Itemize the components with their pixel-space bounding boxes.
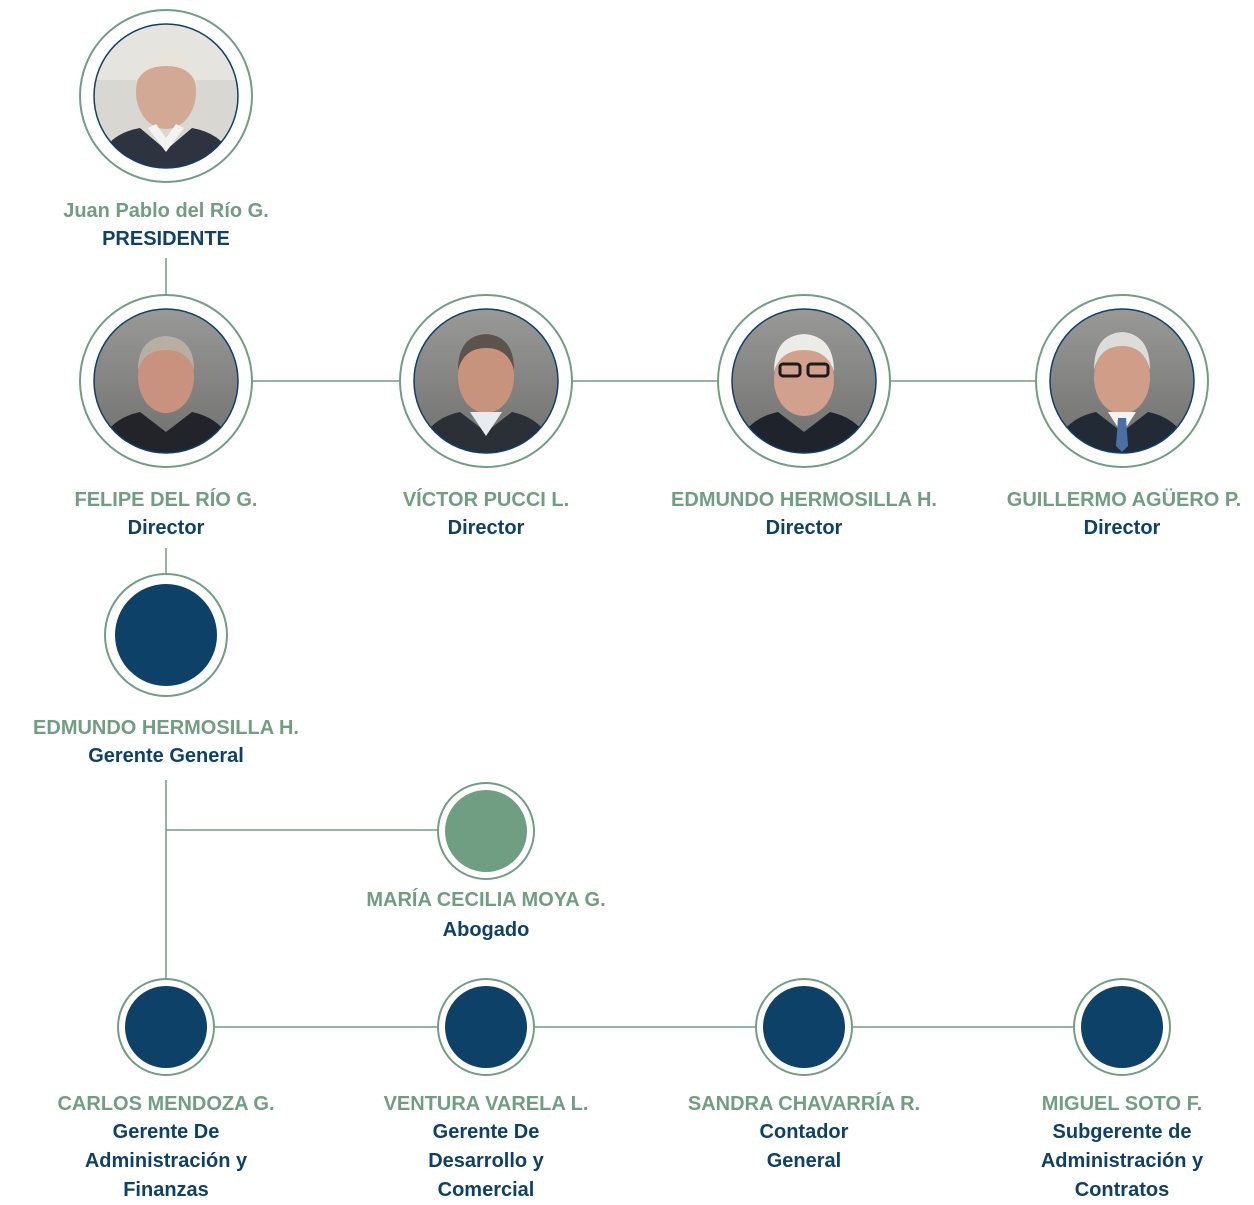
- staff-role-1: Gerente De Administración y Finanzas: [84, 1121, 248, 1201]
- avatar-placeholder: [445, 986, 527, 1068]
- staff-name-3: SANDRA CHAVARRÍA R.: [687, 1093, 921, 1115]
- president-name: Juan Pablo del Río G.: [63, 200, 269, 222]
- general-manager-name: EDMUNDO HERMOSILLA H.: [33, 717, 299, 739]
- legal-node: [437, 782, 535, 880]
- staff-role-3: Contador General: [759, 1121, 849, 1172]
- avatar-photo-director-1: [94, 309, 238, 453]
- director-node-1: [79, 294, 253, 468]
- legal-name: MARÍA CECILIA MOYA G.: [366, 889, 606, 911]
- director-role-4: Director: [1083, 517, 1161, 539]
- director-node-3: [717, 294, 891, 468]
- staff-name-1: CARLOS MENDOZA G.: [57, 1093, 275, 1115]
- president-role: PRESIDENTE: [102, 228, 230, 250]
- staff-node-3: [755, 978, 853, 1076]
- avatar-placeholder: [763, 986, 845, 1068]
- director-role-3: Director: [765, 517, 843, 539]
- general-manager-node: [104, 573, 228, 697]
- director-name-2: VÍCTOR PUCCI L.: [402, 489, 570, 511]
- legal-role: Abogado: [442, 919, 530, 941]
- president-node: [79, 9, 253, 183]
- staff-node-1: [117, 978, 215, 1076]
- director-name-1: FELIPE DEL RÍO G.: [74, 489, 258, 511]
- avatar-placeholder: [445, 790, 527, 872]
- director-node-2: [399, 294, 573, 468]
- avatar-placeholder: [115, 584, 217, 686]
- director-role-2: Director: [447, 517, 525, 539]
- director-name-4: GUILLERMO AGÜERO P.: [1006, 489, 1242, 511]
- director-name-3: EDMUNDO HERMOSILLA H.: [671, 489, 937, 511]
- staff-name-2: VENTURA VARELA L.: [383, 1093, 589, 1115]
- director-node-4: [1035, 294, 1209, 468]
- staff-role-2: Gerente De Desarrollo y Comercial: [428, 1121, 544, 1201]
- staff-node-2: [437, 978, 535, 1076]
- avatar-photo-director-2: [414, 309, 558, 453]
- avatar-placeholder: [125, 986, 207, 1068]
- general-manager-role: Gerente General: [88, 745, 244, 767]
- avatar-photo-president: [94, 24, 238, 168]
- staff-name-4: MIGUEL SOTO F.: [1041, 1093, 1203, 1115]
- avatar-placeholder: [1081, 986, 1163, 1068]
- staff-role-4: Subgerente de Administración y Contratos: [1040, 1121, 1204, 1201]
- director-role-1: Director: [127, 517, 205, 539]
- staff-node-4: [1073, 978, 1171, 1076]
- connector-lines: [165, 258, 1074, 1028]
